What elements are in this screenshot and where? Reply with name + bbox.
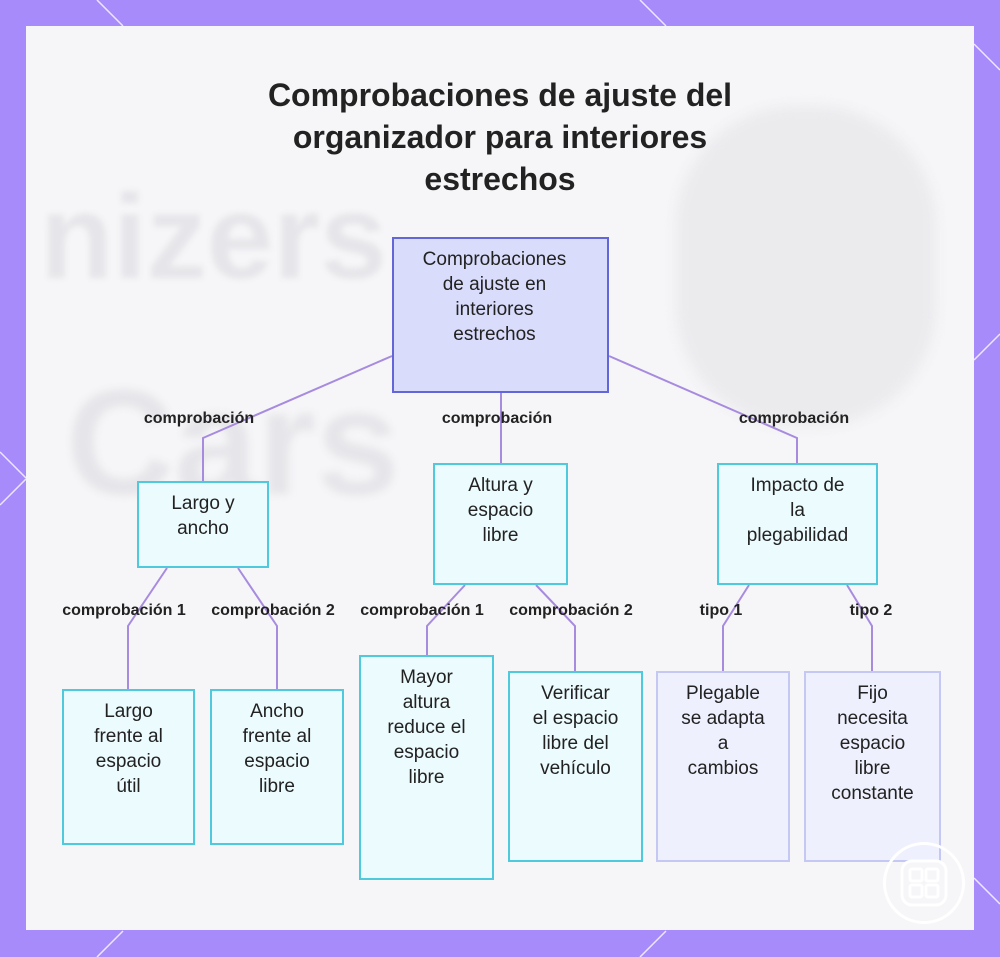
node-text-line: espacio xyxy=(839,733,906,754)
node-text-line: útil xyxy=(116,776,141,797)
title-line: Comprobaciones de ajuste del xyxy=(267,77,733,113)
watermark-word-1: nizers xyxy=(40,170,387,304)
edge-al-1 xyxy=(426,584,466,655)
node-text-line: espacio xyxy=(393,742,460,763)
node-text-line: cambios xyxy=(687,758,759,779)
node-text-line: Ancho xyxy=(250,701,304,722)
node-text-line: libre xyxy=(259,776,295,797)
edge-label-largo-1: comprobación 1 xyxy=(62,602,186,619)
edge-la-1 xyxy=(127,567,168,689)
edge-root-left xyxy=(202,355,393,481)
edge-label-root-mid: comprobación xyxy=(441,410,553,427)
node-impacto-plegabilidad: Impacto de la plegabilidad xyxy=(717,463,878,585)
node-ancho-frente: Ancho frente al espacio libre xyxy=(210,689,344,845)
edge-al-2 xyxy=(535,584,576,671)
node-text-line: libre xyxy=(854,758,891,779)
node-text-line: Altura y xyxy=(468,475,533,496)
node-text-line: altura xyxy=(402,692,451,713)
node-text-line: Impacto de xyxy=(750,475,845,496)
edge-root-right xyxy=(608,355,798,463)
node-text-line: espacio xyxy=(244,751,310,772)
edge-label-impacto-2: tipo 2 xyxy=(849,602,893,619)
node-text-line: de ajuste en xyxy=(442,274,547,295)
node-largo-y-ancho: Largo y ancho xyxy=(137,481,269,568)
node-text-line: necesita xyxy=(837,708,908,729)
edge-label-impacto-1: tipo 1 xyxy=(699,602,743,619)
watermark-shape xyxy=(676,106,936,426)
edge-label-root-right: comprobación xyxy=(738,410,850,427)
page-title: Comprobaciones de ajuste del organizador… xyxy=(26,74,974,200)
node-text-line: a xyxy=(717,733,729,754)
node-text-line: ancho xyxy=(177,518,229,539)
node-fijo: Fijo necesita espacio libre constante xyxy=(804,671,941,862)
node-altura-espacio: Altura y espacio libre xyxy=(433,463,568,585)
node-largo-frente: Largo frente al espacio útil xyxy=(62,689,195,845)
node-text-line: se adapta xyxy=(681,708,765,729)
node-mayor-altura: Mayor altura reduce el espacio libre xyxy=(359,655,494,880)
node-text-line: vehículo xyxy=(540,758,611,779)
node-text-line: Largo y xyxy=(171,493,235,514)
node-text-line: estrechos xyxy=(453,324,536,345)
edge-label-altura-1: comprobación 1 xyxy=(360,602,484,619)
node-text-line: libre del xyxy=(542,733,609,754)
node-root: Comprobaciones de ajuste en interiores e… xyxy=(392,237,609,393)
app-logo-icon xyxy=(883,842,965,924)
node-text-line: la xyxy=(790,500,805,521)
edge-la-2 xyxy=(237,567,278,689)
node-text-line: constante xyxy=(831,783,914,804)
edge-im-1 xyxy=(722,584,750,671)
node-text-line: libre xyxy=(482,525,519,546)
node-text-line: reduce el xyxy=(387,717,466,738)
node-text-line: Largo xyxy=(104,701,153,722)
node-text-line: plegabilidad xyxy=(746,525,849,546)
node-text-line: Fijo xyxy=(857,683,888,704)
node-text-line: Verificar xyxy=(541,683,610,704)
node-verificar-espacio: Verificar el espacio libre del vehículo xyxy=(508,671,643,862)
node-text-line: Mayor xyxy=(400,667,453,688)
node-plegable: Plegable se adapta a cambios xyxy=(656,671,790,862)
node-text-line: frente al xyxy=(94,726,163,747)
node-text-line: el espacio xyxy=(532,708,619,729)
edge-im-2 xyxy=(846,584,873,671)
node-text-line: Plegable xyxy=(686,683,760,704)
node-text-line: frente al xyxy=(242,726,312,747)
node-text-line: espacio xyxy=(95,751,162,772)
grid-icon xyxy=(900,859,948,907)
edge-label-altura-2: comprobación 2 xyxy=(509,602,633,619)
node-text-line: Comprobaciones xyxy=(422,249,567,270)
node-text-line: espacio xyxy=(467,500,534,521)
node-text-line: interiores xyxy=(455,299,534,320)
title-line: estrechos xyxy=(424,161,576,197)
title-line: organizador para interiores xyxy=(292,119,708,155)
node-text-line: libre xyxy=(408,767,445,788)
edge-label-largo-2: comprobación 2 xyxy=(211,602,335,619)
edge-label-root-left: comprobación xyxy=(143,410,255,427)
